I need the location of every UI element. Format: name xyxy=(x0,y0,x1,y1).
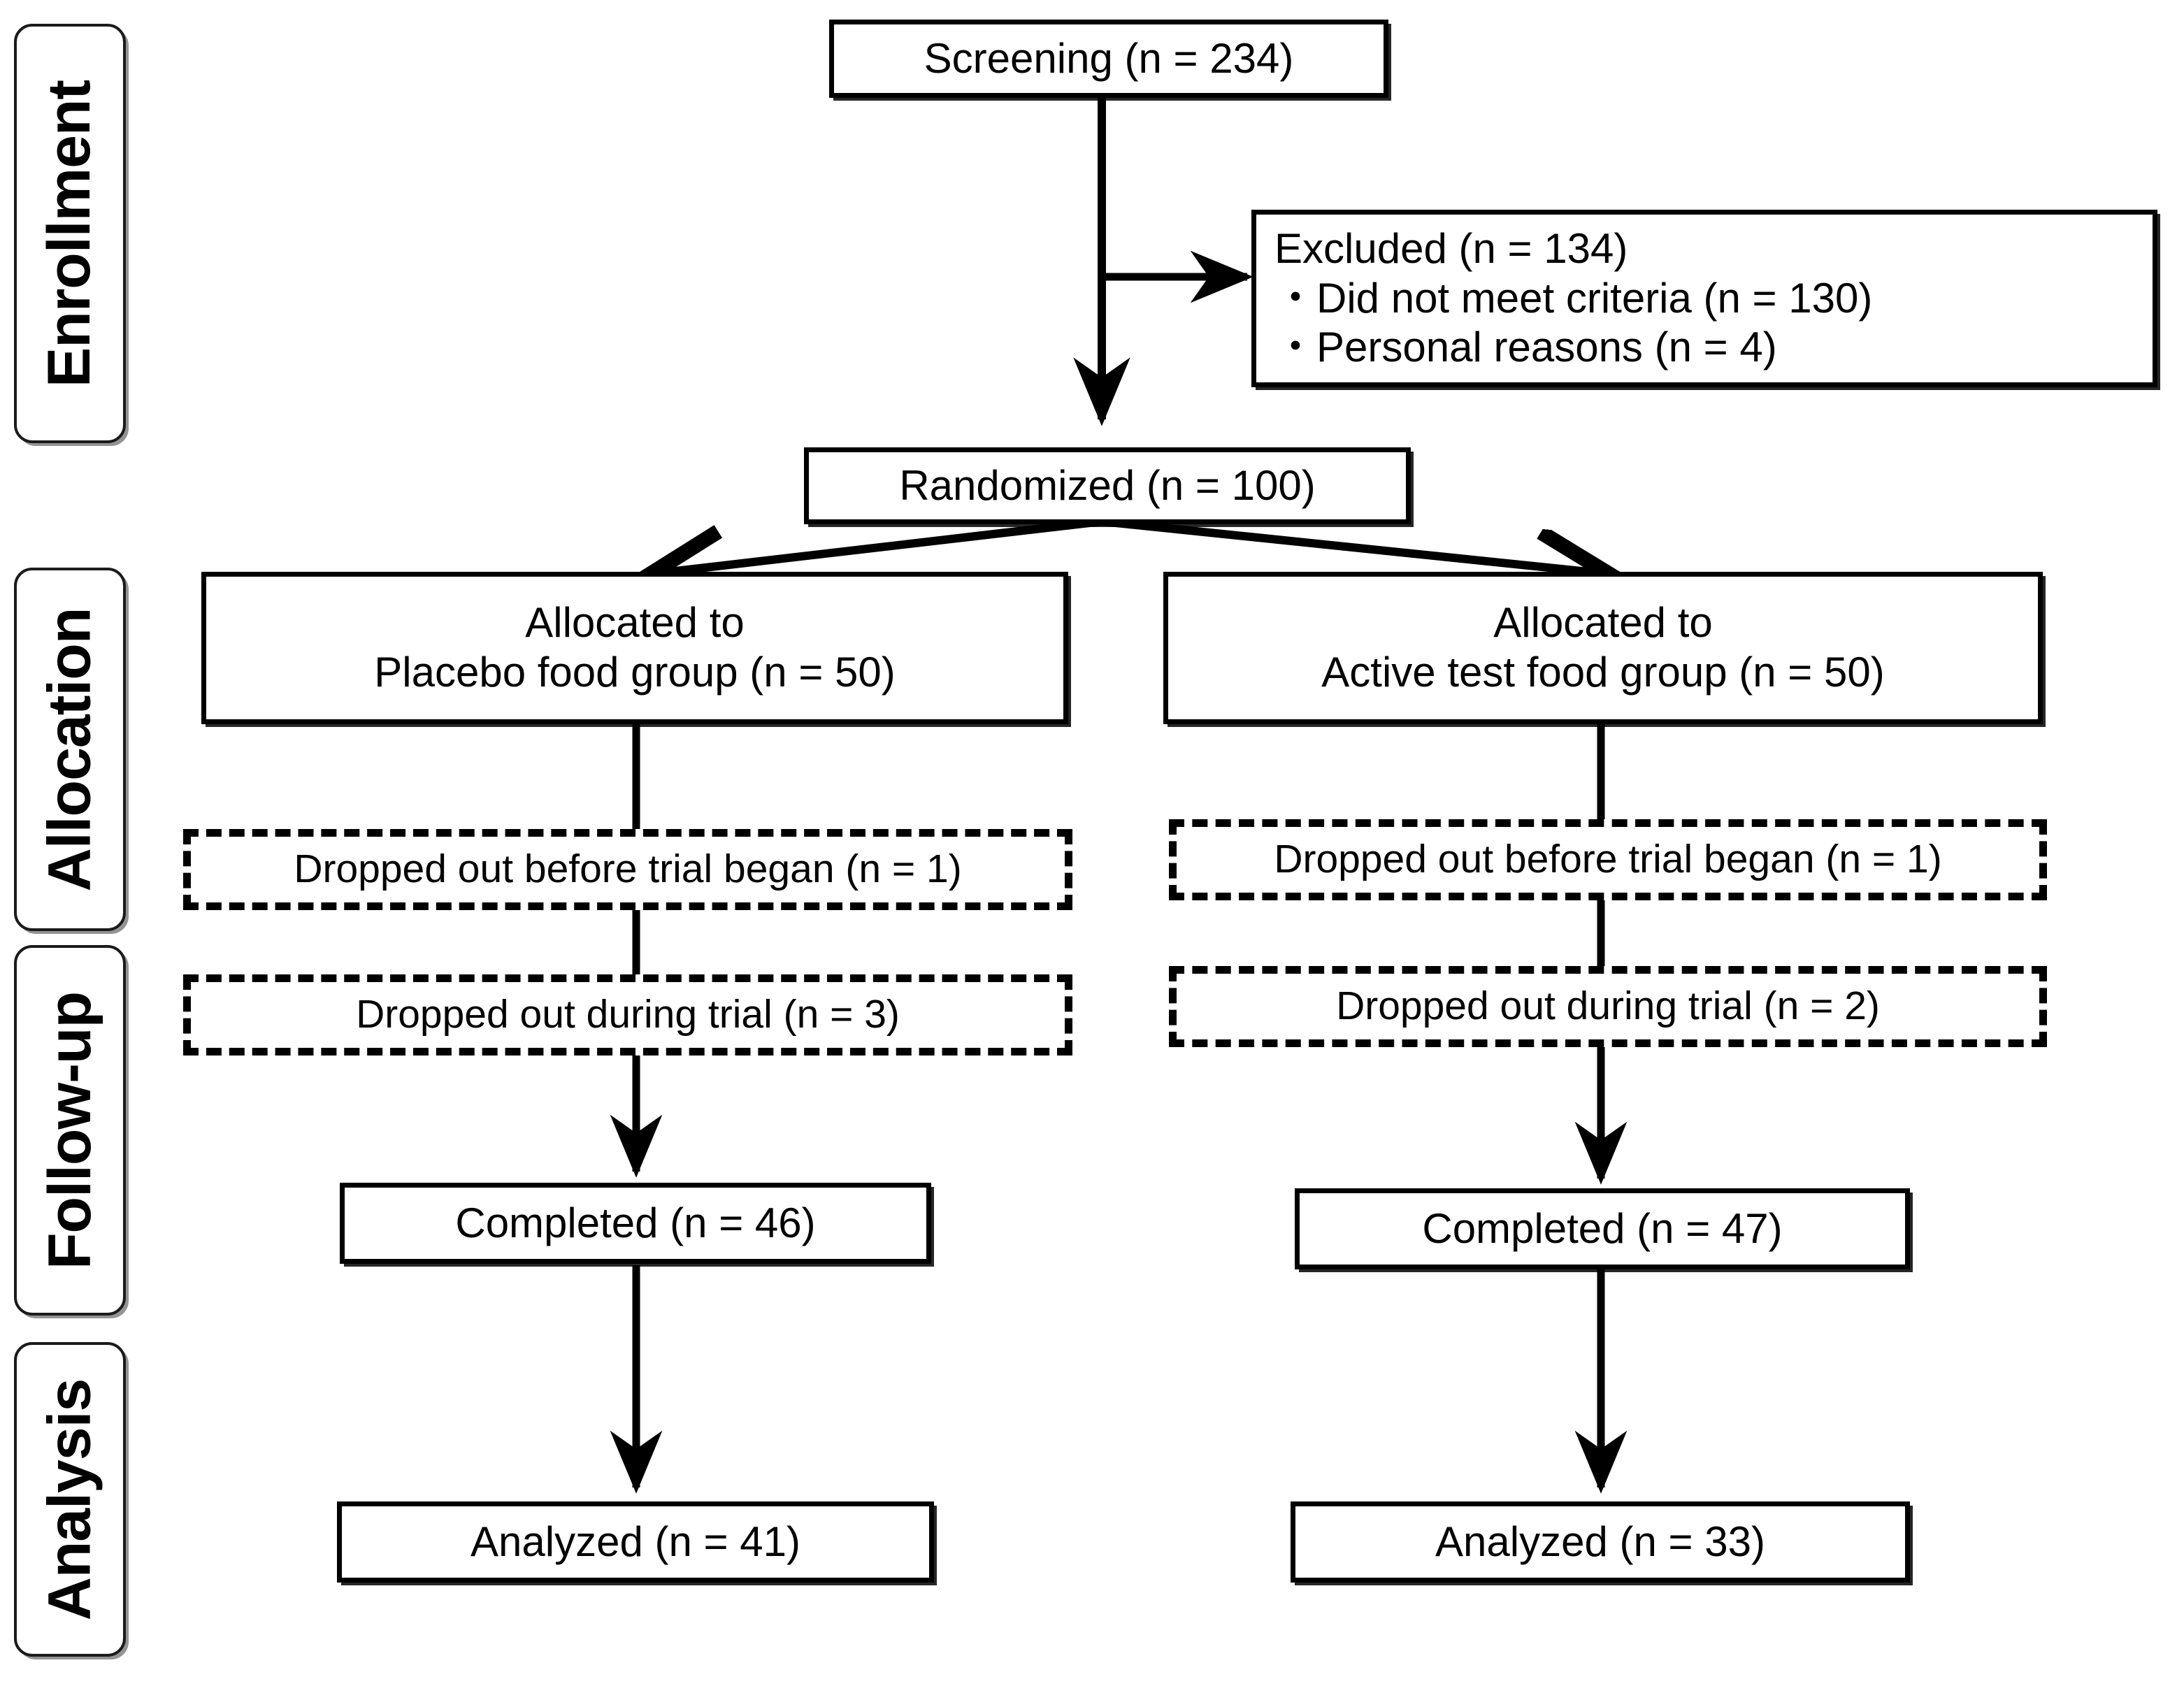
node-screening-label: Screening (n = 234) xyxy=(924,34,1294,82)
node-allocated-active-label: Allocated to Active test food group (n =… xyxy=(1321,599,1885,696)
node-randomized: Randomized (n = 100) xyxy=(804,447,1411,524)
stage-label-enrollment-text: Enrollment xyxy=(36,80,103,387)
node-analyzed-active: Analyzed (n = 33) xyxy=(1291,1501,1910,1583)
stage-label-followup-text: Follow-up xyxy=(36,991,103,1269)
stage-label-allocation-text: Allocation xyxy=(36,607,103,891)
stage-label-analysis: Analysis xyxy=(14,1342,126,1657)
node-dropout-before-placebo: Dropped out before trial began (n = 1) xyxy=(183,829,1072,910)
stage-label-allocation: Allocation xyxy=(14,568,126,931)
stage-label-followup: Follow-up xyxy=(14,945,126,1316)
edge-randomized-to-active xyxy=(1101,517,1602,573)
node-analyzed-active-label: Analyzed (n = 33) xyxy=(1435,1518,1765,1565)
node-dropout-before-active-label: Dropped out before trial began (n = 1) xyxy=(1274,837,1942,882)
edge-randomized-to-placebo xyxy=(657,517,1102,573)
node-completed-placebo: Completed (n = 46) xyxy=(340,1183,931,1264)
stage-label-enrollment: Enrollment xyxy=(14,24,126,443)
node-dropout-during-active-label: Dropped out during trial (n = 2) xyxy=(1336,984,1880,1029)
node-analyzed-placebo-label: Analyzed (n = 41) xyxy=(470,1518,800,1565)
node-excluded: Excluded (n = 134) ・Did not meet criteri… xyxy=(1251,210,2157,387)
node-allocated-placebo-label: Allocated to Placebo food group (n = 50) xyxy=(374,599,896,696)
node-allocated-active: Allocated to Active test food group (n =… xyxy=(1163,572,2043,724)
node-randomized-label: Randomized (n = 100) xyxy=(899,461,1316,509)
node-completed-placebo-label: Completed (n = 46) xyxy=(455,1199,816,1246)
node-dropout-during-placebo: Dropped out during trial (n = 3) xyxy=(183,974,1072,1056)
node-analyzed-placebo: Analyzed (n = 41) xyxy=(337,1501,934,1583)
stage-label-analysis-text: Analysis xyxy=(36,1378,103,1620)
node-allocated-placebo: Allocated to Placebo food group (n = 50) xyxy=(201,572,1068,724)
node-excluded-text: Excluded (n = 134) ・Did not meet criteri… xyxy=(1274,224,1873,371)
node-dropout-during-active: Dropped out during trial (n = 2) xyxy=(1169,966,2047,1047)
node-completed-active-label: Completed (n = 47) xyxy=(1422,1204,1783,1252)
node-dropout-before-active: Dropped out before trial began (n = 1) xyxy=(1169,819,2047,900)
node-completed-active: Completed (n = 47) xyxy=(1295,1188,1910,1269)
node-dropout-during-placebo-label: Dropped out during trial (n = 3) xyxy=(356,992,900,1037)
node-dropout-before-placebo-label: Dropped out before trial began (n = 1) xyxy=(294,846,962,892)
node-screening: Screening (n = 234) xyxy=(829,20,1388,98)
